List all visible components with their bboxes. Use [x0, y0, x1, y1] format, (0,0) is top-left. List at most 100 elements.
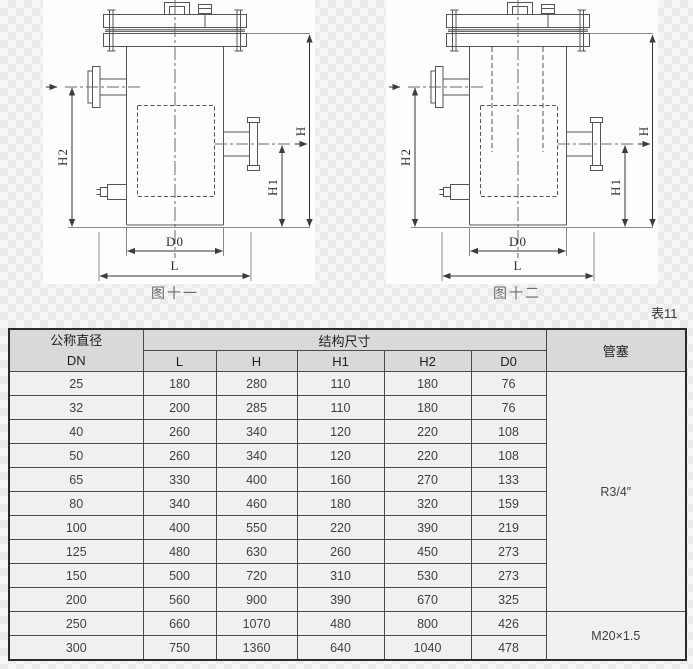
cell-dn: 40 [8, 419, 144, 444]
table-row: 250 660 1070 480 800 426 M20×1.5 [8, 611, 687, 661]
cell-dn: 50 [8, 443, 144, 468]
cell-dn: 125 [8, 539, 144, 564]
dim-label-l: L [170, 258, 180, 273]
cell-h1: 310 [296, 563, 385, 588]
col-header-h2: H2 [383, 350, 472, 372]
flange-bolts [107, 9, 243, 52]
cell-h: 550 [215, 515, 298, 540]
cell-h: 720 [215, 563, 298, 588]
cell-l: 200 [142, 395, 217, 420]
cell-h2: 220 [383, 443, 472, 468]
vent-plug [198, 4, 212, 28]
cell-d0: 108 [470, 443, 547, 468]
cell-h: 340 [215, 443, 298, 468]
cell-h2: 1040 [383, 635, 472, 661]
cell-l: 660 [142, 611, 217, 636]
header-row-2: L H H1 H2 D0 [9, 350, 686, 372]
cell-d0: 478 [470, 635, 547, 661]
figure-12-caption: 图十二 [493, 285, 541, 301]
cell-d0: 219 [470, 515, 547, 540]
col-header-h: H [215, 350, 298, 372]
figure-12-panel: H2 H H1 D0 L [386, 0, 658, 284]
cell-h2: 320 [383, 491, 472, 516]
strainer-drawing-figure-12 [386, 0, 658, 284]
col-header-structure: 结构尺寸 [142, 328, 547, 351]
cell-h2: 390 [383, 515, 472, 540]
table-row: 300 750 1360 640 1040 478 [8, 635, 686, 661]
cell-dn: 100 [8, 515, 144, 540]
cell-l: 260 [142, 443, 217, 468]
cell-d0: 325 [470, 587, 547, 612]
col-header-dn-group: 公称直径 [50, 332, 103, 348]
dimension-lines [68, 33, 313, 281]
cell-h1: 640 [296, 635, 385, 661]
figure-11-panel: H2 H H1 D0 L [43, 0, 315, 284]
table-row: 80 340 460 180 320 159 [8, 491, 686, 516]
table-row: 40 260 340 120 220 108 [8, 419, 686, 444]
cell-plug-m20: M20×1.5 [545, 611, 687, 661]
cell-h1: 180 [296, 491, 385, 516]
table-row: 25 180 280 110 180 76 R3/4″ [8, 371, 687, 612]
cell-h: 630 [215, 539, 298, 564]
cell-d0: 426 [470, 611, 547, 636]
table-row: 125 480 630 260 450 273 [8, 539, 686, 564]
dim-label-d0: D0 [509, 234, 527, 249]
cell-h2: 530 [383, 563, 472, 588]
cell-l: 750 [142, 635, 217, 661]
col-header-dn: 公称直径 DN [8, 328, 144, 372]
cell-h2: 450 [383, 539, 472, 564]
dim-label-d0: D0 [166, 234, 184, 249]
cell-l: 480 [142, 539, 217, 564]
cell-h: 460 [215, 491, 298, 516]
table-number-label: 表11 [651, 306, 678, 321]
cell-dn: 150 [8, 563, 144, 588]
cell-plug-r34: R3/4″ [545, 371, 687, 612]
cell-l: 260 [142, 419, 217, 444]
dim-label-h1: H1 [265, 178, 280, 196]
cell-h: 1070 [215, 611, 298, 636]
cell-d0: 76 [470, 371, 547, 396]
cell-d0: 273 [470, 539, 547, 564]
cell-d0: 133 [470, 467, 547, 492]
cell-h2: 800 [383, 611, 472, 636]
cell-d0: 159 [470, 491, 547, 516]
cell-l: 330 [142, 467, 217, 492]
cell-h1: 120 [296, 419, 385, 444]
col-header-h1: H1 [296, 350, 385, 372]
cell-l: 400 [142, 515, 217, 540]
cell-l: 180 [142, 371, 217, 396]
dim-label-h: H [636, 125, 651, 137]
cell-h2: 220 [383, 419, 472, 444]
dim-label-h: H [293, 125, 308, 137]
cell-h1: 390 [296, 587, 385, 612]
header-row-1: 公称直径 DN 结构尺寸 管塞 [8, 328, 687, 372]
cell-dn: 32 [8, 395, 144, 420]
cell-h: 900 [215, 587, 298, 612]
cell-h1: 120 [296, 443, 385, 468]
table-row: 65 330 400 160 270 133 [8, 467, 686, 492]
cell-dn: 65 [8, 467, 144, 492]
col-header-l: L [142, 350, 217, 372]
dim-label-l: L [513, 258, 523, 273]
lifting-lug [164, 2, 190, 15]
cell-h1: 110 [296, 371, 385, 396]
dim-label-h1: H1 [608, 178, 623, 196]
dimension-table: 公称直径 DN 结构尺寸 管塞 L H H1 H2 D0 25 180 280 … [8, 328, 688, 661]
cell-d0: 273 [470, 563, 547, 588]
cell-d0: 108 [470, 419, 547, 444]
cell-h2: 670 [383, 587, 472, 612]
table-row: 150 500 720 310 530 273 [8, 563, 686, 588]
figure-11-caption: 图十一 [151, 285, 199, 301]
table-row: 50 260 340 120 220 108 [8, 443, 686, 468]
col-header-d0: D0 [470, 350, 547, 372]
cell-h: 280 [215, 371, 298, 396]
strainer-drawing-figure-11 [46, 0, 313, 281]
drain-plug [96, 184, 127, 200]
dim-label-h2: H2 [55, 148, 70, 166]
cell-h1: 480 [296, 611, 385, 636]
cell-dn: 200 [8, 587, 144, 612]
cell-l: 500 [142, 563, 217, 588]
col-header-plug: 管塞 [545, 328, 687, 372]
cell-h1: 160 [296, 467, 385, 492]
